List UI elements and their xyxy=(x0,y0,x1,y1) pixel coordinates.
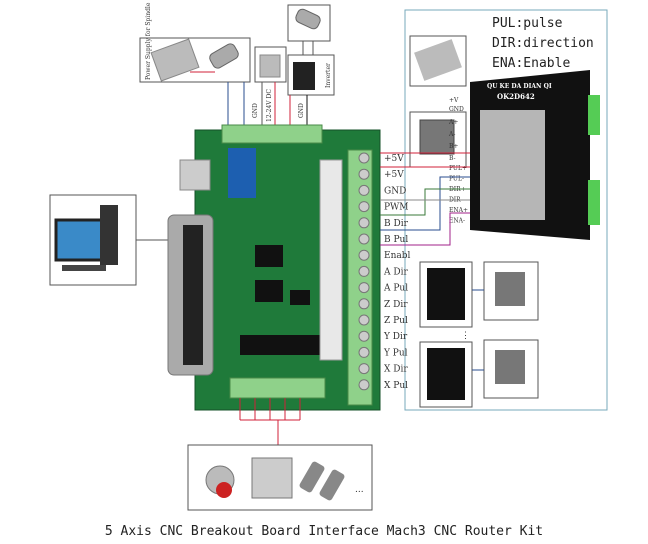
terminal-label: A Dir xyxy=(383,267,408,277)
spindle-image xyxy=(295,8,321,30)
terminal-screw xyxy=(358,346,370,358)
stepper-motor-image xyxy=(419,119,455,155)
driver-signal-pin: ENA+ xyxy=(449,207,468,214)
dc-label: 12-24V DC xyxy=(266,89,273,122)
terminal-label: Enabl xyxy=(384,251,410,261)
driver-power-pin: GND xyxy=(449,106,464,113)
terminal-screw xyxy=(358,298,370,310)
bottom-terminal-block xyxy=(229,377,326,399)
terminal-label: Y Pul xyxy=(383,348,408,358)
power-supply-image xyxy=(150,38,200,82)
terminal-screw xyxy=(358,363,370,375)
gnd-label-1: GND xyxy=(252,103,259,118)
terminal-screw xyxy=(358,168,370,180)
driver-power-pin: +V xyxy=(449,97,459,104)
terminal-screw xyxy=(358,249,370,261)
driver-signal-pin: PUL+ xyxy=(449,165,467,172)
terminal-label: Z Dir xyxy=(384,300,408,310)
relay xyxy=(228,148,256,198)
terminal-screw xyxy=(358,330,370,342)
dc-supply-image xyxy=(259,54,281,78)
terminal-screw xyxy=(358,379,370,391)
computer-tower-image xyxy=(100,205,118,265)
connector-headers xyxy=(319,159,343,361)
terminal-screw xyxy=(358,217,370,229)
terminal-screw xyxy=(358,282,370,294)
inverter-image xyxy=(293,62,315,90)
driver-signal-pin: PUL- xyxy=(449,176,464,183)
driver-motor-pin: A- xyxy=(448,131,455,138)
terminal-label: Y Dir xyxy=(383,332,408,342)
legend-ena: ENA:Enable xyxy=(492,56,571,71)
terminal-label: PWM xyxy=(384,203,409,213)
terminal-screw xyxy=(358,233,370,245)
spindle-motor-image xyxy=(209,43,239,69)
terminal-label: Z Pul xyxy=(384,316,408,326)
driver-signal-pin: ENA- xyxy=(449,218,465,225)
signal-legend: PUL:pulse DIR:direction ENA:Enable xyxy=(492,14,594,74)
usb-port xyxy=(179,159,211,191)
driver-model: OK2D642 xyxy=(497,92,535,101)
driver-brand: QU KE DA DIAN QI xyxy=(487,83,552,90)
terminal-label: GND xyxy=(384,186,406,196)
more-sensors-ellipsis: ... xyxy=(355,485,364,495)
inverter-label: Inverter xyxy=(325,63,332,88)
terminal-screw xyxy=(358,152,370,164)
terminal-label: B Pul xyxy=(384,235,408,245)
terminal-label: +5V xyxy=(384,154,404,164)
legend-pul: PUL:pulse xyxy=(492,16,563,31)
terminal-screw xyxy=(358,265,370,277)
terminal-label: B Dir xyxy=(384,219,409,229)
caption: 5 Axis CNC Breakout Board Interface Mach… xyxy=(104,524,544,539)
gnd-label-2: GND xyxy=(298,103,305,118)
terminal-screw xyxy=(358,314,370,326)
terminal-label: +5V xyxy=(384,170,404,180)
top-terminal-block xyxy=(221,124,323,144)
proximity-sensor-image xyxy=(299,461,325,493)
terminal-label: X Dir xyxy=(384,365,408,375)
limit-switch-image xyxy=(251,457,293,499)
terminal-screw xyxy=(358,201,370,213)
driver-motor-pin: B+ xyxy=(449,143,458,150)
computer-monitor-image xyxy=(54,218,108,262)
more-drivers-ellipsis: ⋮ xyxy=(461,331,470,341)
terminal-screw xyxy=(358,184,370,196)
driver-motor-pin: B- xyxy=(449,155,456,162)
power-supply-label: Power Supply for Spindle xyxy=(145,2,152,80)
terminal-label: X Pul xyxy=(384,381,408,391)
legend-dir: DIR:direction xyxy=(492,36,594,51)
terminal-label: A Pul xyxy=(383,284,408,294)
driver-motor-pin: A+ xyxy=(448,119,458,126)
